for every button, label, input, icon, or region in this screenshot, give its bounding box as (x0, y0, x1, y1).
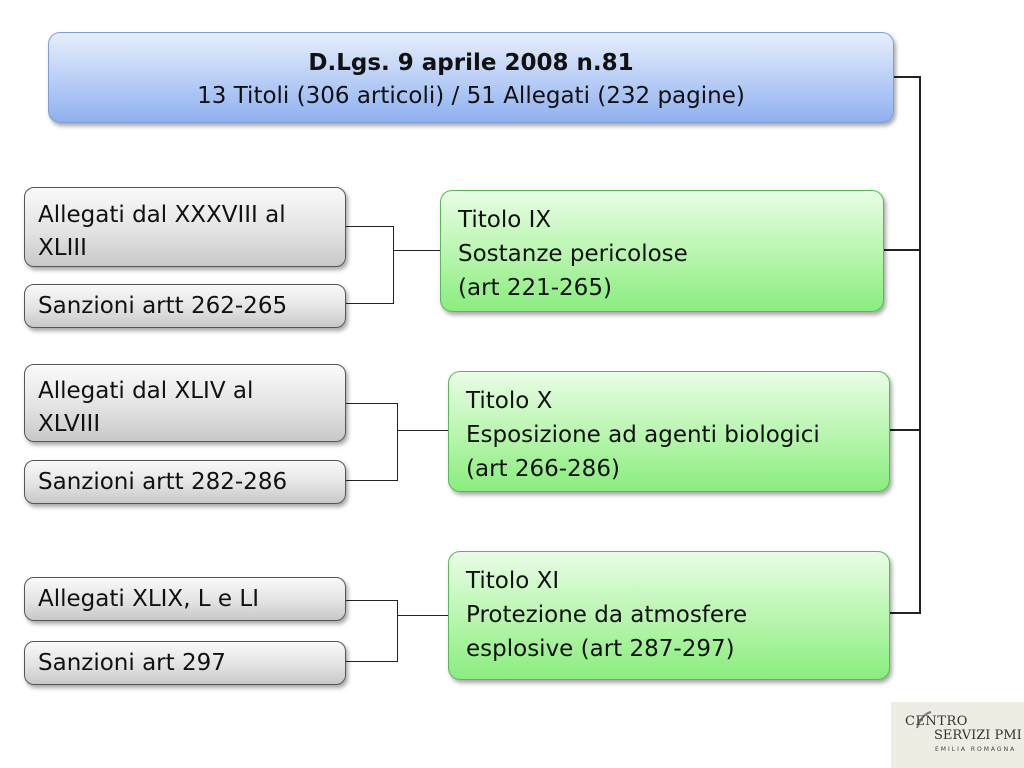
logo-line-3: EMILIA ROMAGNA (935, 746, 1017, 753)
titolo-x-box: Titolo X Esposizione ad agenti biologici… (448, 371, 890, 492)
decree-title: D.Lgs. 9 aprile 2008 n.81 (308, 50, 634, 76)
connector-line (346, 303, 394, 304)
titolo-name: Titolo XI (466, 568, 560, 594)
allegati-line: XLVIII (38, 411, 101, 437)
connector-line (397, 600, 398, 662)
titolo-articles: esplosive (art 287-297) (466, 636, 735, 662)
titolo-ix-box: Titolo IX Sostanze pericolose (art 221-2… (440, 190, 884, 312)
titolo-xi-box: Titolo XI Protezione da atmosfere esplos… (448, 551, 890, 680)
connector-line (884, 249, 920, 251)
centro-servizi-logo: CENTRO SERVIZI PMI EMILIA ROMAGNA (891, 702, 1024, 768)
titolo-name: Titolo X (466, 388, 553, 414)
connector-line (346, 403, 398, 404)
sanzioni-box: Sanzioni art 297 (24, 641, 346, 685)
connector-line (397, 430, 449, 431)
titolo-articles: (art 221-265) (458, 275, 612, 301)
allegati-box: Allegati dal XXXVIII al XLIII (24, 187, 346, 267)
allegati-line: Allegati dal XXXVIII al (38, 202, 286, 228)
swoosh-icon (916, 711, 932, 729)
sanzioni-label: Sanzioni art 297 (38, 650, 226, 676)
connector-line (919, 76, 921, 614)
logo-line-2: SERVIZI PMI (934, 728, 1022, 743)
connector-line (346, 226, 394, 227)
sanzioni-box: Sanzioni artt 262-265 (24, 284, 346, 328)
connector-line (890, 612, 920, 614)
allegati-line: Allegati XLIX, L e LI (38, 586, 259, 612)
logo-line-1: CENTRO (905, 714, 968, 729)
connector-line (397, 403, 398, 481)
allegati-line: Allegati dal XLIV al (38, 378, 254, 404)
titolo-description: Protezione da atmosfere (466, 602, 748, 628)
connector-line (397, 615, 449, 616)
titolo-description: Esposizione ad agenti biologici (466, 422, 820, 448)
sanzioni-label: Sanzioni artt 282-286 (38, 469, 288, 495)
allegati-box: Allegati dal XLIV al XLVIII (24, 364, 346, 442)
titolo-name: Titolo IX (458, 207, 552, 233)
titolo-description: Sostanze pericolose (458, 241, 688, 267)
connector-line (894, 76, 921, 78)
sanzioni-box: Sanzioni artt 282-286 (24, 460, 346, 504)
connector-line (393, 250, 441, 251)
connector-line (393, 226, 394, 304)
allegati-line: XLIII (38, 235, 87, 261)
connector-line (346, 600, 398, 601)
connector-line (890, 429, 920, 431)
allegati-box: Allegati XLIX, L e LI (24, 577, 346, 621)
sanzioni-label: Sanzioni artt 262-265 (38, 293, 288, 319)
decree-subtitle: 13 Titoli (306 articoli) / 51 Allegati (… (197, 83, 745, 109)
decree-header-box: D.Lgs. 9 aprile 2008 n.81 13 Titoli (306… (48, 32, 894, 123)
titolo-articles: (art 266-286) (466, 456, 620, 482)
connector-line (346, 480, 398, 481)
connector-line (346, 661, 398, 662)
